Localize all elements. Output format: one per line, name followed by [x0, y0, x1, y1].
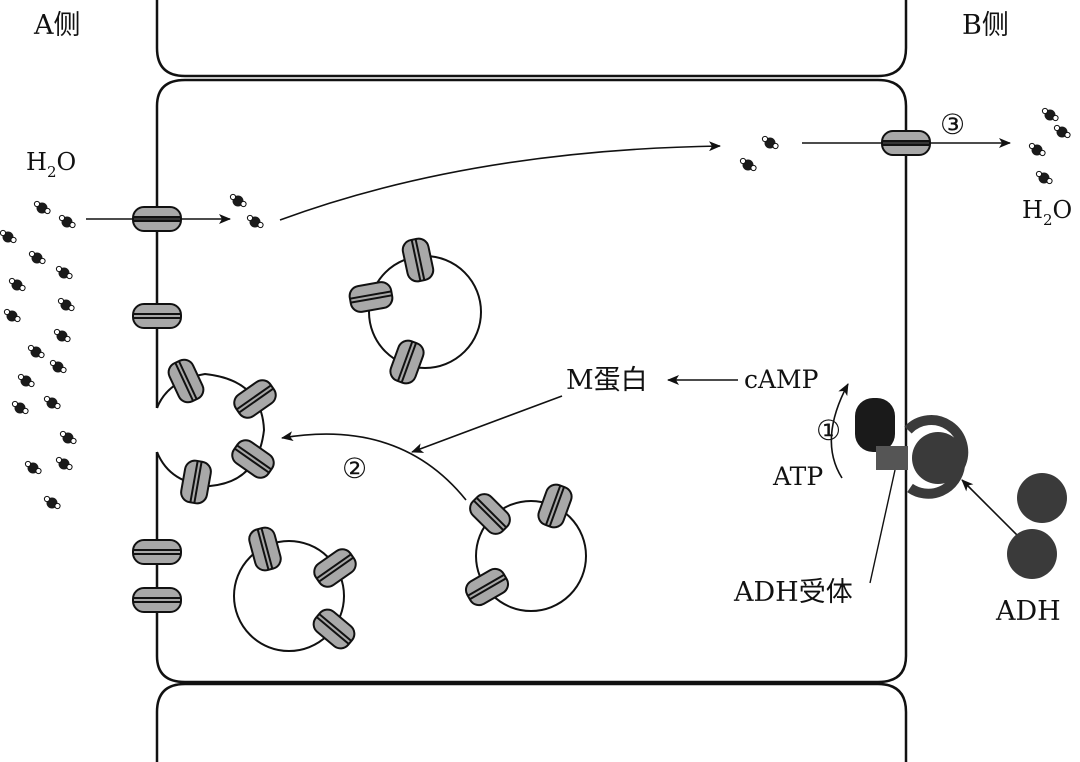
m-protein-label: M蛋白	[566, 365, 648, 396]
adh-binding-arrow	[961, 479, 1023, 541]
receptor-pointer-line	[869, 469, 896, 584]
water-molecules-side-a	[0, 200, 77, 510]
upper-cell	[155, 0, 908, 78]
adh-free-2	[1007, 529, 1057, 579]
atp-to-camp-arrow	[830, 383, 849, 479]
vesicle-moving	[461, 480, 587, 612]
lower-cell	[155, 682, 908, 762]
side-a-label: A侧	[33, 10, 81, 41]
adh-label: ADH	[995, 596, 1061, 627]
vesicle-upper	[347, 235, 482, 388]
water-molecules-inside	[229, 135, 779, 229]
camp-label: cAMP	[744, 365, 818, 394]
step-1-label: ①	[816, 414, 841, 447]
atp-label: ATP	[772, 462, 823, 491]
vesicle-lower	[233, 524, 361, 654]
m-protein-to-vesicle-arrow	[411, 395, 563, 453]
step-3-label: ③	[940, 108, 965, 141]
vesicle-fusion-arrow	[281, 431, 467, 501]
step-2-label: ②	[342, 452, 367, 485]
water-molecules-side-b	[1028, 107, 1071, 185]
aquaporin-channel-a4	[132, 587, 182, 613]
side-b-label: B侧	[962, 10, 1009, 41]
water-label-left: H2O	[26, 148, 76, 181]
aquaporin-channel-a2	[132, 303, 182, 329]
adh-free-1	[1017, 473, 1067, 523]
fusing-vesicle	[156, 355, 281, 506]
aquaporin-channel-a3	[132, 539, 182, 565]
water-transport-arrow	[279, 141, 721, 221]
adh-receptor-label: ADH受体	[733, 577, 853, 608]
main-cell-membrane	[155, 78, 908, 684]
water-label-right: H2O	[1022, 196, 1072, 229]
adh-bound	[912, 432, 964, 484]
